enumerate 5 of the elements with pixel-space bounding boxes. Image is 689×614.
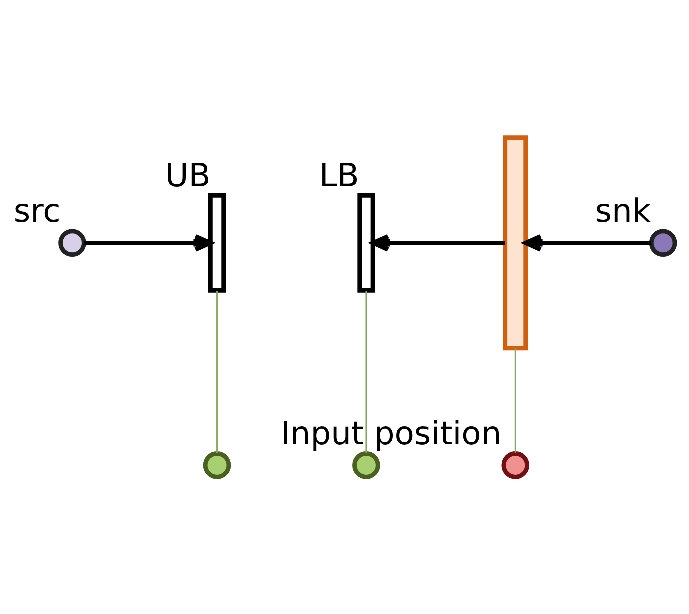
node-label: src: [14, 192, 61, 230]
node-label: UB: [165, 156, 211, 194]
node-label: LB: [319, 156, 360, 194]
node-label: snk: [595, 192, 651, 230]
node-label: Input position: [280, 414, 502, 452]
